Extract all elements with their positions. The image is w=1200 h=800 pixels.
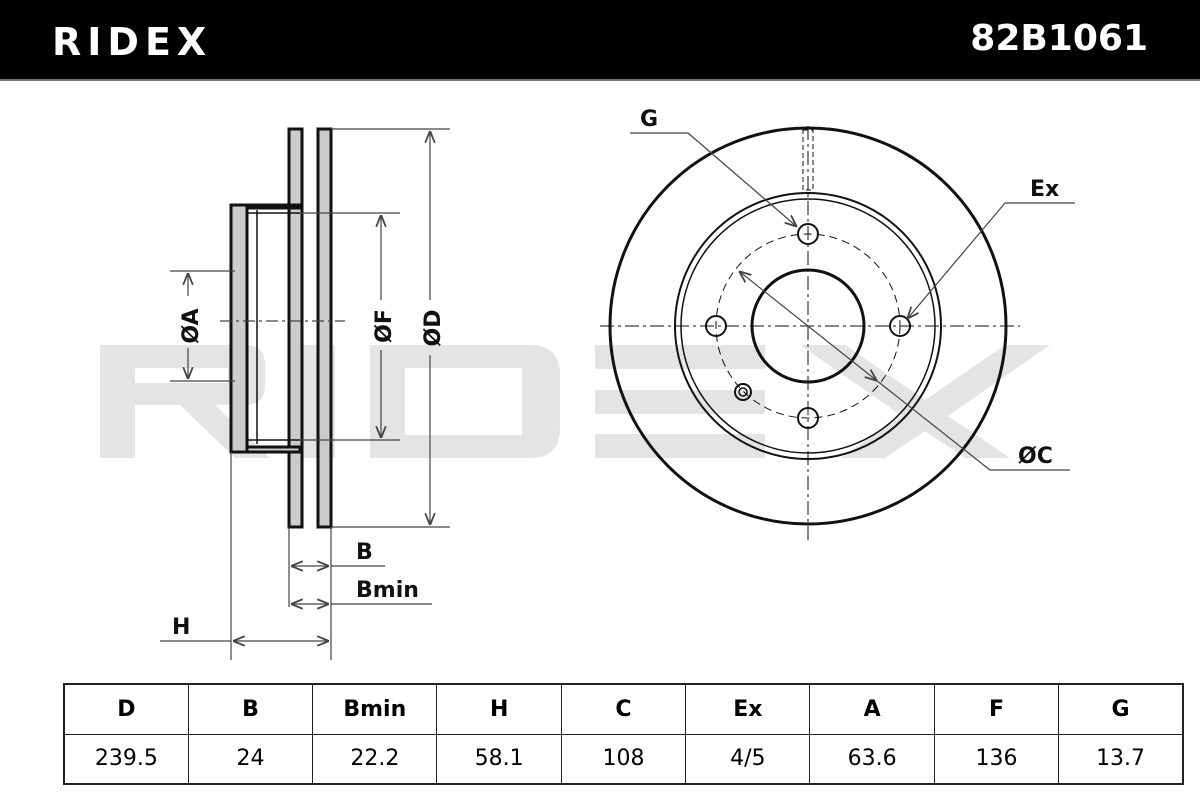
table-header-cell: Bmin [312, 683, 438, 735]
table-value-cell: 22.2 [312, 733, 438, 785]
header-bar: RIDEX 82B1061 [0, 0, 1200, 81]
table-value-cell: 4/5 [685, 733, 811, 785]
table-value-cell: 24 [187, 733, 314, 785]
brand-logo: RIDEX [52, 20, 213, 64]
label-g: G [640, 107, 658, 132]
label-h: H [172, 615, 190, 640]
table-value-cell: 239.5 [63, 733, 189, 785]
label-b: B [356, 540, 373, 565]
label-a: ØA [179, 308, 204, 343]
table-header-cell: F [933, 683, 1060, 735]
table-header-cell: Ex [685, 683, 811, 735]
table-header-cell: G [1058, 683, 1184, 735]
label-c: ØC [1018, 444, 1053, 469]
table-header-cell: D [63, 683, 189, 735]
table-value-cell: 13.7 [1058, 733, 1184, 785]
table-header-cell: C [560, 683, 687, 735]
table-value-cell: 136 [933, 733, 1060, 785]
table-header-cell: A [809, 683, 935, 735]
label-f: ØF [372, 309, 397, 343]
table-header-cell: B [187, 683, 314, 735]
label-ex: Ex [1030, 177, 1059, 202]
table-value-cell: 58.1 [436, 733, 562, 785]
side-view [229, 127, 333, 529]
table-value-cell: 63.6 [809, 733, 935, 785]
part-number: 82B1061 [970, 18, 1148, 59]
label-bmin: Bmin [356, 578, 419, 603]
table-value-cell: 108 [560, 733, 687, 785]
table-header-cell: H [436, 683, 562, 735]
label-d: ØD [421, 310, 446, 347]
front-view [600, 126, 1020, 540]
